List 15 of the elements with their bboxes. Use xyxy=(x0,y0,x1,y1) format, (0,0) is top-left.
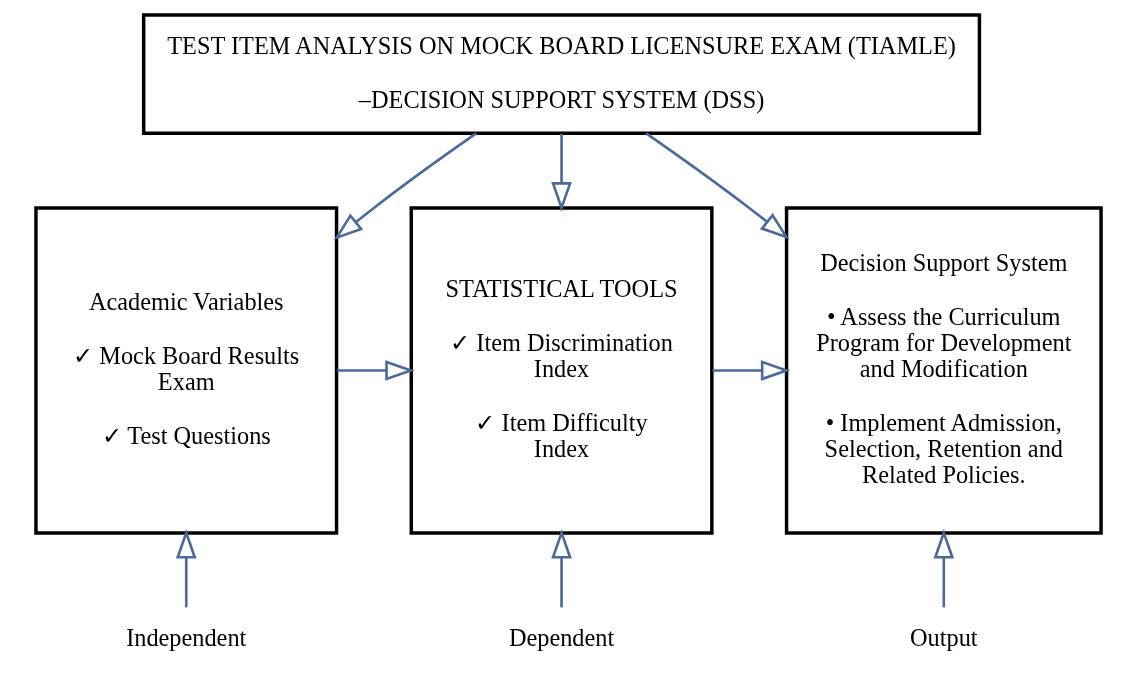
arrow xyxy=(712,360,791,381)
arrow xyxy=(333,132,477,241)
node-box: Decision Support System • Assess the Curriculum Program for Development and Modification • Implement Admission, Selection, Retention and Related Policies. xyxy=(784,206,1103,535)
arrow xyxy=(933,529,955,608)
arrow xyxy=(551,529,572,608)
arrow xyxy=(175,529,197,608)
node-text: Dependent xyxy=(508,624,615,652)
node-box: TEST ITEM ANALYSIS ON MOCK BOARD LICENSURE EXAM (TIAMLE) –DECISION SUPPORT SYSTEM (DSS) xyxy=(141,13,982,135)
arrow xyxy=(645,132,790,240)
node-text: Output xyxy=(910,624,978,652)
node-text: Independent xyxy=(126,624,247,652)
arrow xyxy=(337,360,415,381)
node-box: Academic Variables ✓ Mock Board Results Exam ✓ Test Questions xyxy=(34,206,339,535)
arrow xyxy=(551,133,572,212)
node-box: STATISTICAL TOOLS ✓ Item Discrimination Index ✓ Item Difficulty Index xyxy=(409,206,714,535)
